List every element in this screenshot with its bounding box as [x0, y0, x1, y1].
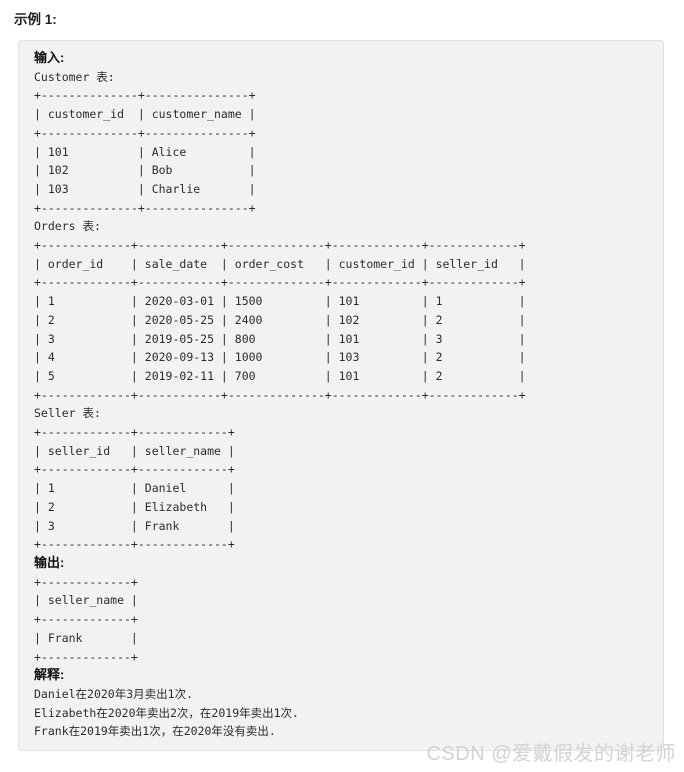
explanation-text: Daniel在2020年3月卖出1次. Elizabeth在2020年卖出2次，… [34, 686, 299, 739]
csdn-watermark: CSDN @爱戴假发的谢老师 [426, 743, 676, 765]
input-section: 输入: [34, 49, 649, 68]
orders-table-ascii: +-------------+------------+------------… [34, 238, 526, 402]
example-heading: 示例 1: [14, 12, 57, 27]
output-table-ascii: +-------------+ | seller_name | +-------… [34, 574, 138, 664]
input-label: 输入: [34, 50, 65, 65]
orders-table-title: Orders 表: [34, 219, 101, 234]
output-label: 输出: [34, 554, 65, 570]
explanation-section: 解释: [34, 666, 649, 685]
explanation-label: 解释: [34, 667, 65, 683]
customer-table-ascii: +--------------+---------------+ | custo… [34, 88, 256, 215]
customer-table-title: Customer 表: [34, 69, 115, 84]
seller-table-title: Seller 表: [34, 406, 101, 421]
seller-table-ascii: +-------------+-------------+ | seller_i… [34, 425, 235, 552]
output-section: 输出: [34, 554, 649, 573]
example-code-block: 输入: Customer 表: +--------------+--------… [18, 40, 664, 752]
